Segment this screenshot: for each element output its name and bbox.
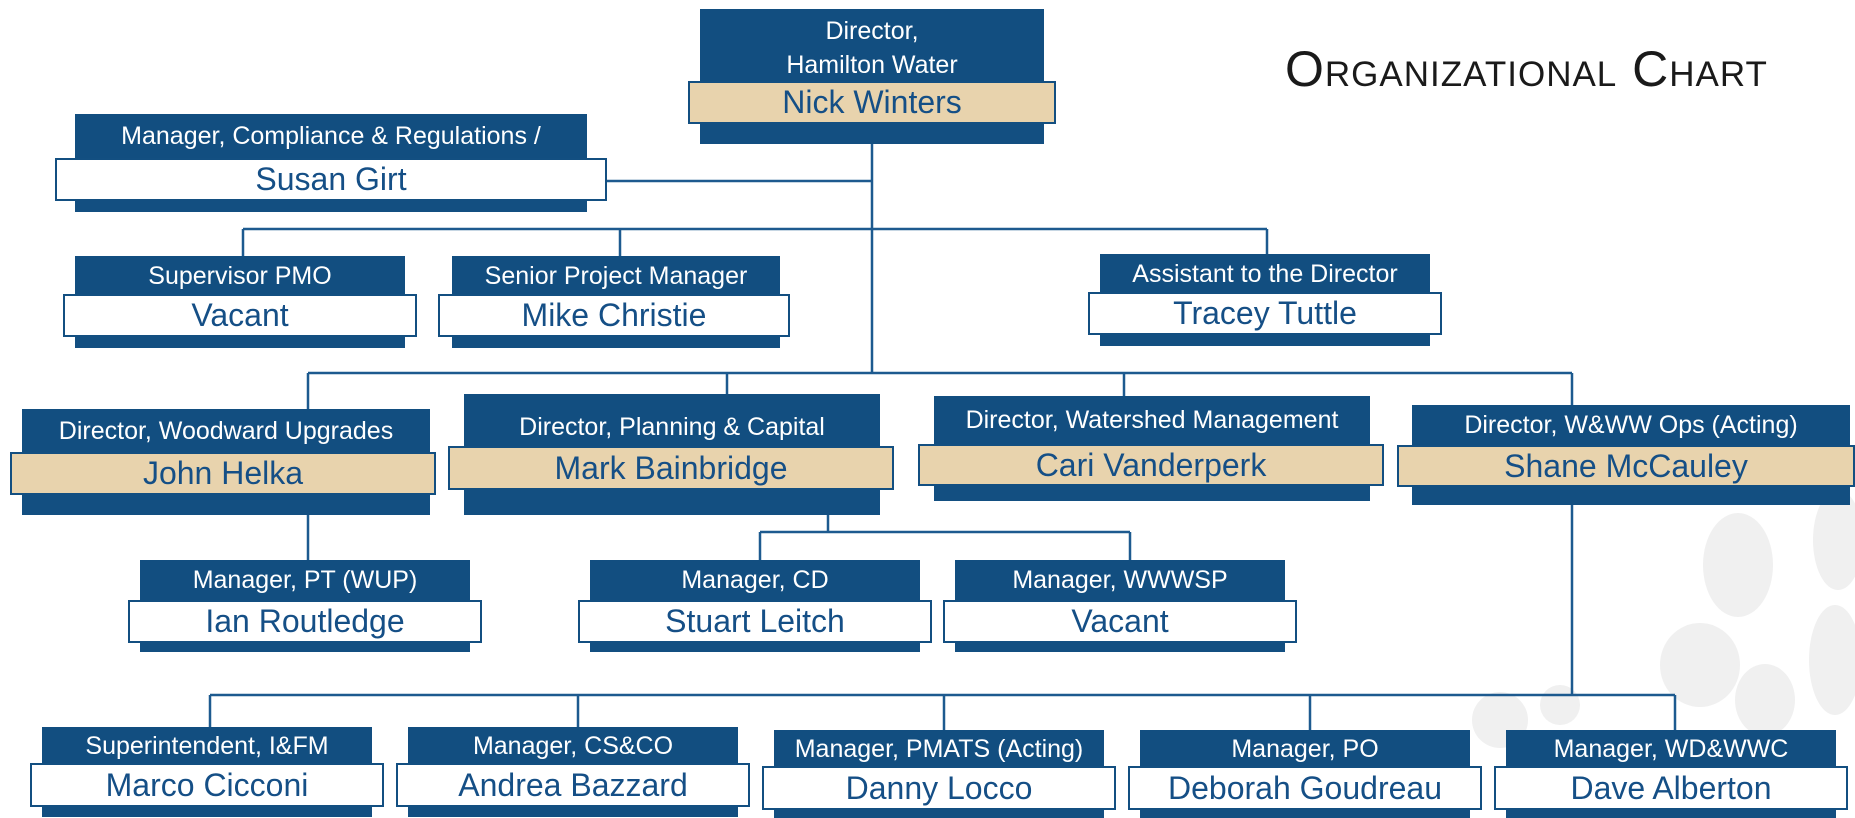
mgr-cd-title: Manager, CD xyxy=(590,560,920,600)
dir-woodward-name: John Helka xyxy=(10,452,436,495)
mgr-pt-title: Manager, PT (WUP) xyxy=(140,560,470,600)
dir-ops-title: Director, W&WW Ops (Acting) xyxy=(1412,405,1850,445)
supervisor-pmo-title: Supervisor PMO xyxy=(75,256,405,296)
mgr-pmats-name: Danny Locco xyxy=(762,766,1116,810)
mgr-wwwsp-name: Vacant xyxy=(943,600,1297,643)
mgr-wwwsp-title: Manager, WWWSP xyxy=(955,560,1285,600)
mgr-csco-title: Manager, CS&CO xyxy=(408,727,738,765)
dir-planning-title: Director, Planning & Capital xyxy=(464,394,880,446)
director-title-line2: Hamilton Water xyxy=(786,51,958,79)
mgr-pt-name: Ian Routledge xyxy=(128,600,482,643)
compliance-name: Susan Girt xyxy=(55,158,607,201)
dir-ops-name: Shane McCauley xyxy=(1397,445,1855,487)
superintendent-title: Superintendent, I&FM xyxy=(42,727,372,765)
mgr-csco-name: Andrea Bazzard xyxy=(396,763,750,807)
dir-planning-name: Mark Bainbridge xyxy=(448,446,894,490)
dir-woodward-title: Director, Woodward Upgrades xyxy=(22,409,430,454)
mgr-cd-name: Stuart Leitch xyxy=(578,600,932,643)
dir-watershed-name: Cari Vanderperk xyxy=(918,444,1384,486)
superintendent-name: Marco Cicconi xyxy=(30,763,384,807)
assistant-name: Tracey Tuttle xyxy=(1088,292,1442,335)
mgr-po-name: Deborah Goudreau xyxy=(1128,766,1482,810)
mgr-wdwwc-title: Manager, WD&WWC xyxy=(1506,730,1836,768)
dir-watershed-title: Director, Watershed Management xyxy=(934,396,1370,444)
mgr-wdwwc-name: Dave Alberton xyxy=(1494,766,1848,810)
mgr-pmats-title: Manager, PMATS (Acting) xyxy=(774,730,1104,768)
page-title: Organizational Chart xyxy=(1285,41,1768,97)
assistant-title: Assistant to the Director xyxy=(1100,254,1430,294)
director-title-line1: Director, xyxy=(825,17,919,45)
supervisor-pmo-name: Vacant xyxy=(63,294,417,337)
senior-pm-name: Mike Christie xyxy=(438,294,790,337)
senior-pm-title: Senior Project Manager xyxy=(452,256,780,296)
director-name: Nick Winters xyxy=(688,81,1056,124)
mgr-po-title: Manager, PO xyxy=(1140,730,1470,768)
compliance-title: Manager, Compliance & Regulations / xyxy=(75,114,587,158)
